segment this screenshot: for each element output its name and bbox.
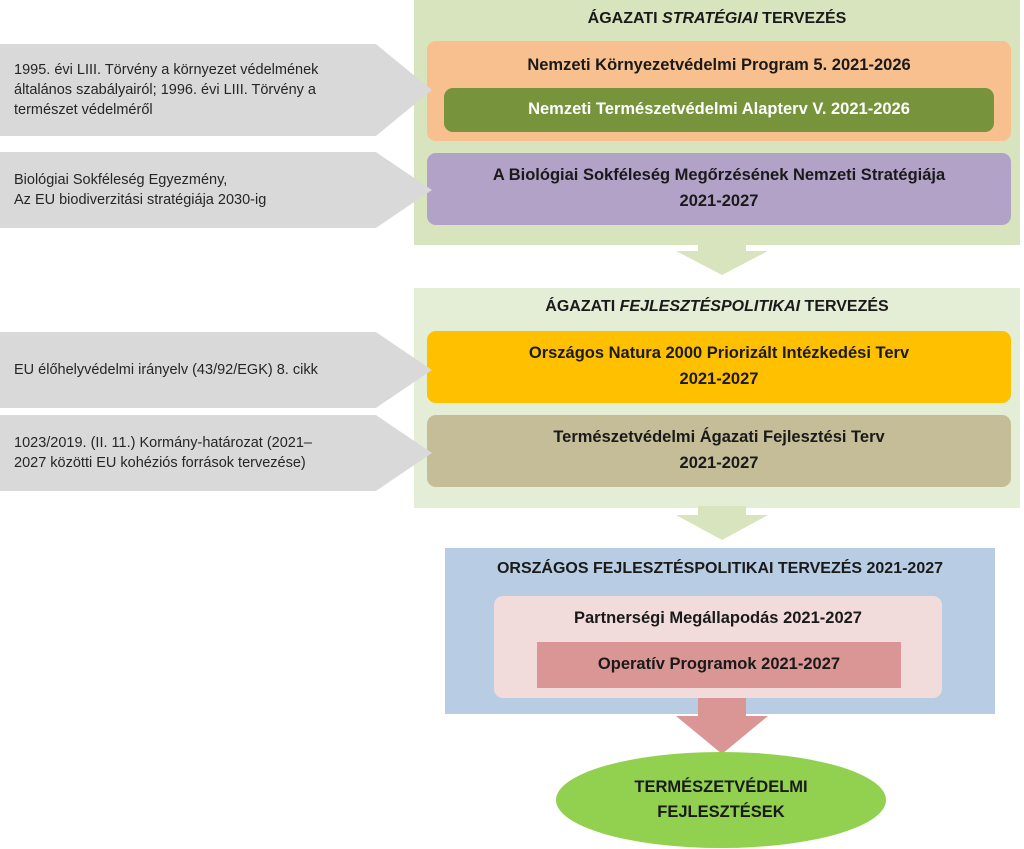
source-law-line3: természet védelméről (14, 102, 153, 118)
result-line1: TERMÉSZETVÉDELMI (634, 778, 808, 797)
source-arrow-biodiversity: Biológiai Sokféleség Egyezmény, Az EU bi… (0, 152, 432, 228)
development-planning-title: ÁGAZATI FEJLESZTÉSPOLITIKAI TERVEZÉS (545, 298, 889, 315)
sector-development-line2: 2021-2027 (679, 454, 759, 472)
natura-2000-box: Országos Natura 2000 Priorizált Intézked… (427, 331, 1011, 403)
result-line2: FEJLESZTÉSEK (657, 803, 785, 821)
biodiversity-strategy-line2: 2021-2027 (679, 192, 759, 210)
down-arrow-2 (676, 506, 768, 540)
nature-plan-label: Nemzeti Természetvédelmi Alapterv V. 202… (528, 100, 910, 119)
source-habitat-line1: EU élőhelyvédelmi irányelv (43/92/EGK) 8… (14, 362, 318, 378)
natura-2000-line2: 2021-2027 (679, 370, 759, 388)
national-planning-title: ORSZÁGOS FEJLESZTÉSPOLITIKAI TERVEZÉS 20… (496, 560, 944, 577)
biodiversity-strategy-box: A Biológiai Sokféleség Megőrzésének Nemz… (427, 153, 1011, 225)
natura-2000-line1: Országos Natura 2000 Priorizált Intézked… (528, 344, 910, 363)
operative-programs-label: Operatív Programok 2021-2027 (597, 655, 841, 674)
down-arrow-1 (676, 243, 768, 275)
source-biodiversity-line1: Biológiai Sokféleség Egyezmény, (14, 172, 228, 188)
env-program-label: Nemzeti Környezetvédelmi Program 5. 2021… (527, 56, 911, 74)
source-biodiversity-line2: Az EU biodiverzitási stratégiája 2030-ig (14, 192, 267, 208)
down-arrow-3 (676, 698, 768, 754)
result-ellipse: TERMÉSZETVÉDELMI FEJLESZTÉSEK (556, 752, 886, 848)
operative-programs-box: Operatív Programok 2021-2027 (537, 642, 901, 688)
strategic-planning-title: ÁGAZATI STRATÉGIAI TERVEZÉS (587, 10, 847, 27)
sector-development-box: Természetvédelmi Ágazati Fejlesztési Ter… (427, 415, 1011, 487)
source-law-line1: 1995. évi LIII. Törvény a környezet véde… (14, 62, 319, 78)
source-government-line2: 2027 közötti EU kohéziós források tervez… (14, 455, 306, 471)
source-arrow-government: 1023/2019. (II. 11.) Kormány-határozat (… (0, 415, 432, 491)
sector-development-line1: Természetvédelmi Ágazati Fejlesztési Ter… (553, 428, 885, 447)
nature-plan-box: Nemzeti Természetvédelmi Alapterv V. 202… (444, 88, 994, 132)
source-arrow-habitat: EU élőhelyvédelmi irányelv (43/92/EGK) 8… (0, 332, 432, 408)
source-government-line1: 1023/2019. (II. 11.) Kormány-határozat (… (14, 435, 312, 451)
source-arrow-law: 1995. évi LIII. Törvény a környezet véde… (0, 44, 432, 136)
biodiversity-strategy-line1: A Biológiai Sokféleség Megőrzésének Nemz… (492, 166, 946, 185)
source-law-line2: általános szabályairól; 1996. évi LIII. … (14, 82, 316, 98)
partnership-agreement-label: Partnerségi Megállapodás 2021-2027 (574, 609, 862, 627)
